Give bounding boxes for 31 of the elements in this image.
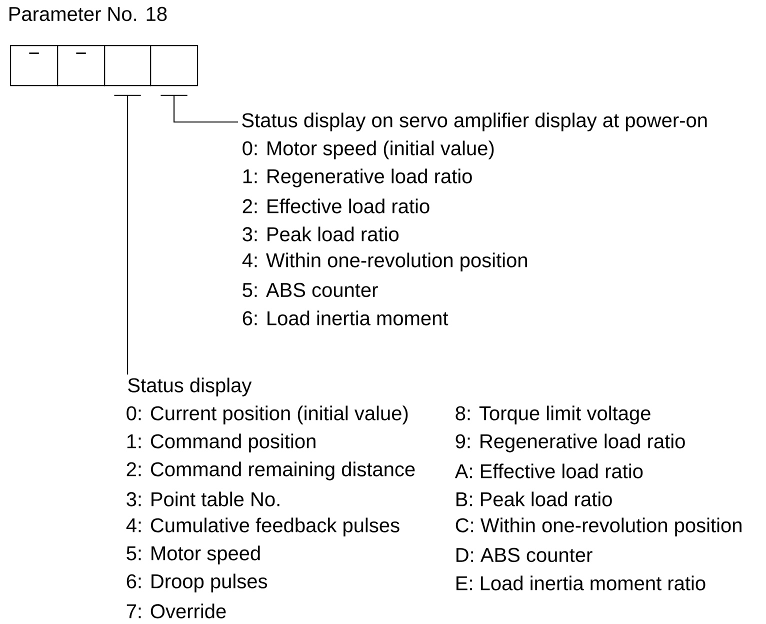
list-item: 5: Motor speed (126, 546, 260, 564)
list-item: 1: Regenerative load ratio (243, 168, 472, 188)
list-item: B: Peak load ratio (456, 492, 612, 506)
list-item: 5: ABS counter (242, 282, 378, 298)
list-item: D: ABS counter (456, 548, 592, 562)
parameter-title: Parameter No. 18 (10, 6, 167, 22)
leader-line (127, 95, 128, 374)
list-item: 6: Droop pulses (126, 574, 268, 592)
digit-cell (150, 45, 198, 86)
list-item: E: Load inertia moment ratio (456, 576, 706, 590)
list-item: 4: Cumulative feedback pulses (126, 518, 400, 536)
list-item: 7: Override (126, 604, 226, 618)
list-item: 8: Torque limit voltage (456, 406, 650, 424)
list-item: 2: Effective load ratio (242, 198, 430, 214)
list-item: 9: Regenerative load ratio (456, 434, 685, 452)
list-item: 3: Peak load ratio (242, 226, 399, 242)
list-item: C: Within one-revolution position (456, 518, 742, 536)
description-heading: Status display on servo amplifier display at power-on (242, 112, 707, 132)
digit-cell: − (57, 45, 106, 86)
list-item: 0: Current position (initial value) (126, 406, 408, 424)
list-item: 4: Within one-revolution position (242, 252, 527, 272)
list-item: A: Effective load ratio (454, 464, 643, 478)
list-item: 6: Load inertia moment (242, 310, 448, 326)
leader-line (174, 95, 238, 123)
digit-cell: − (10, 45, 58, 86)
list-item: 1: Command position (127, 434, 316, 452)
digit-cell (104, 45, 152, 86)
list-item: 3: Point table No. (126, 492, 280, 506)
list-item: 2: Command remaining distance (126, 462, 415, 480)
description-heading: Status display (128, 378, 252, 396)
list-item: 0: Motor speed (initial value) (242, 140, 494, 160)
